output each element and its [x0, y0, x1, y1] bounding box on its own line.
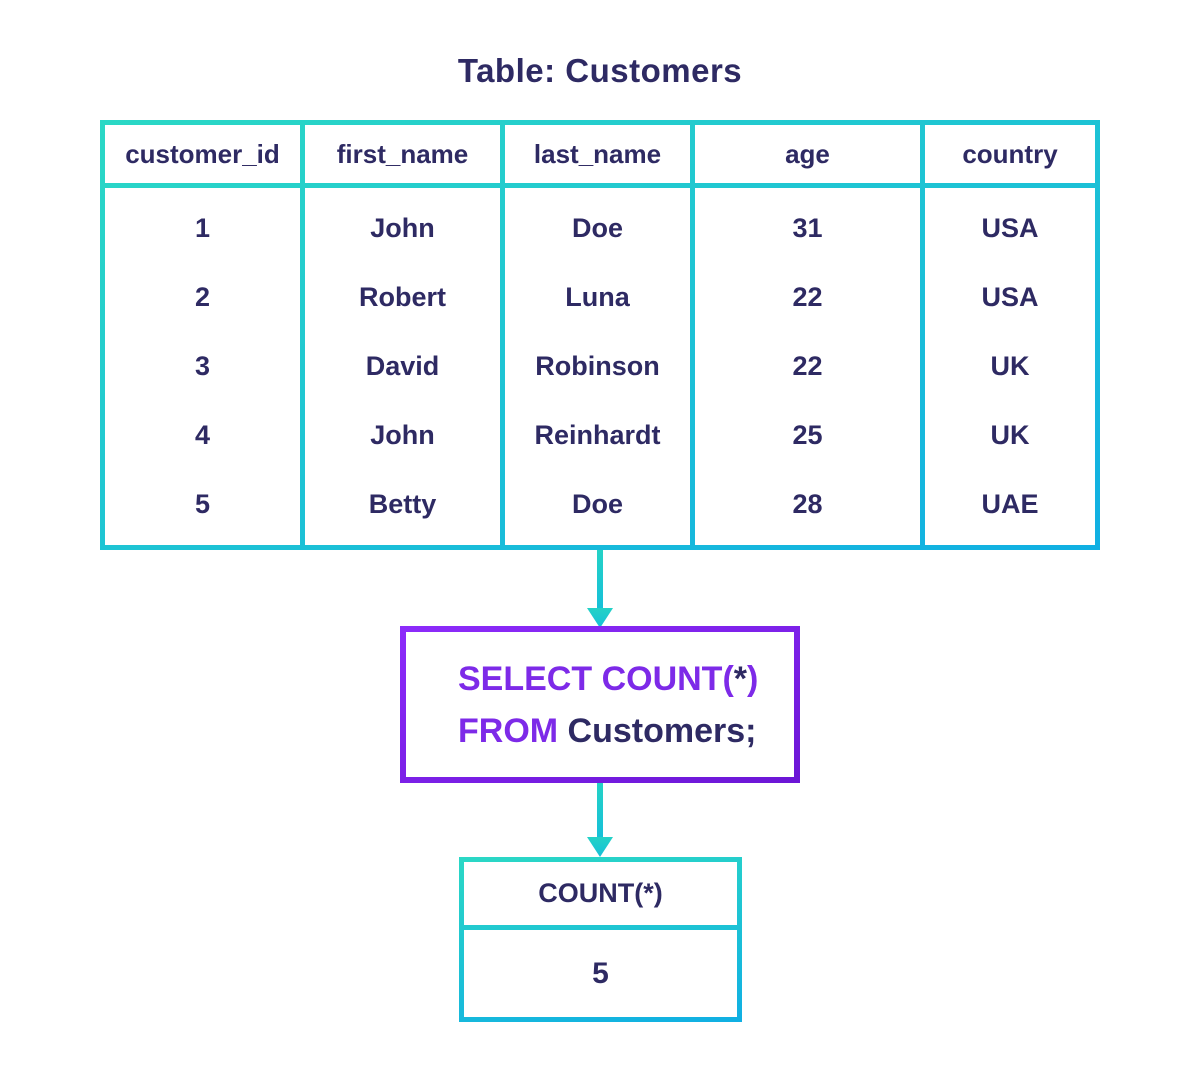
table-column-last-name: Doe Luna Robinson Reinhardt Doe [505, 188, 690, 545]
table-cell: David [365, 351, 440, 381]
sql-keyword: ) [747, 659, 759, 698]
table-cell: John [370, 213, 435, 243]
arrow-shaft [597, 550, 603, 610]
table-cell: 2 [194, 282, 211, 312]
table-cell: Robinson [535, 351, 660, 381]
sql-query-box: SELECT COUNT(*) FROM Customers; [400, 626, 800, 783]
sql-keyword: SELECT COUNT( [458, 659, 734, 698]
table-cell: 4 [194, 420, 211, 450]
table-cell: UK [990, 420, 1030, 450]
sql-text: Customers; [558, 711, 757, 750]
result-column-header: COUNT(*) [464, 862, 737, 925]
table-cell: 25 [792, 420, 823, 450]
arrow-shaft [597, 783, 603, 839]
table-cell: 28 [792, 489, 823, 519]
column-header-last-name: last_name [505, 125, 690, 183]
arrow-down-icon [587, 837, 613, 857]
customers-table-header-row: customer_id first_name last_name age cou… [105, 125, 1095, 183]
table-cell: Doe [571, 489, 623, 519]
arrow-table-to-query [585, 550, 615, 628]
table-column-country: USA USA UK UK UAE [925, 188, 1095, 545]
sql-keyword: FROM [458, 711, 559, 750]
table-cell: John [370, 420, 435, 450]
table-cell: Doe [571, 213, 623, 243]
table-cell: USA [981, 213, 1039, 243]
sql-line-1: SELECT COUNT(*) [458, 661, 794, 697]
table-cell: Reinhardt [534, 420, 661, 450]
table-cell: 22 [792, 351, 823, 381]
customers-table-body: 1 2 3 4 5 John Robert David John Betty D… [105, 188, 1095, 545]
page-title: Table: Customers [457, 52, 743, 89]
table-cell: UK [990, 351, 1030, 381]
table-column-age: 31 22 22 25 28 [695, 188, 920, 545]
table-cell: Luna [565, 282, 630, 312]
table-cell: UAE [981, 489, 1039, 519]
result-table: COUNT(*) 5 [459, 857, 742, 1022]
column-header-age: age [695, 125, 920, 183]
table-cell: Robert [359, 282, 446, 312]
table-cell: 31 [792, 213, 823, 243]
table-cell: Betty [368, 489, 437, 519]
table-cell: 5 [194, 489, 211, 519]
customers-table: customer_id first_name last_name age cou… [100, 120, 1100, 550]
sql-text: * [733, 659, 748, 698]
column-header-country: country [925, 125, 1095, 183]
table-cell: 1 [194, 213, 211, 243]
table-column-customer-id: 1 2 3 4 5 [105, 188, 300, 545]
table-cell: 22 [792, 282, 823, 312]
arrow-down-icon [587, 608, 613, 628]
column-header-first-name: first_name [305, 125, 500, 183]
arrow-query-to-result [585, 783, 615, 857]
table-cell: USA [981, 282, 1039, 312]
column-header-customer-id: customer_id [105, 125, 300, 183]
table-column-first-name: John Robert David John Betty [305, 188, 500, 545]
sql-line-2: FROM Customers; [458, 713, 794, 749]
result-value: 5 [464, 930, 737, 1017]
table-cell: 3 [194, 351, 211, 381]
